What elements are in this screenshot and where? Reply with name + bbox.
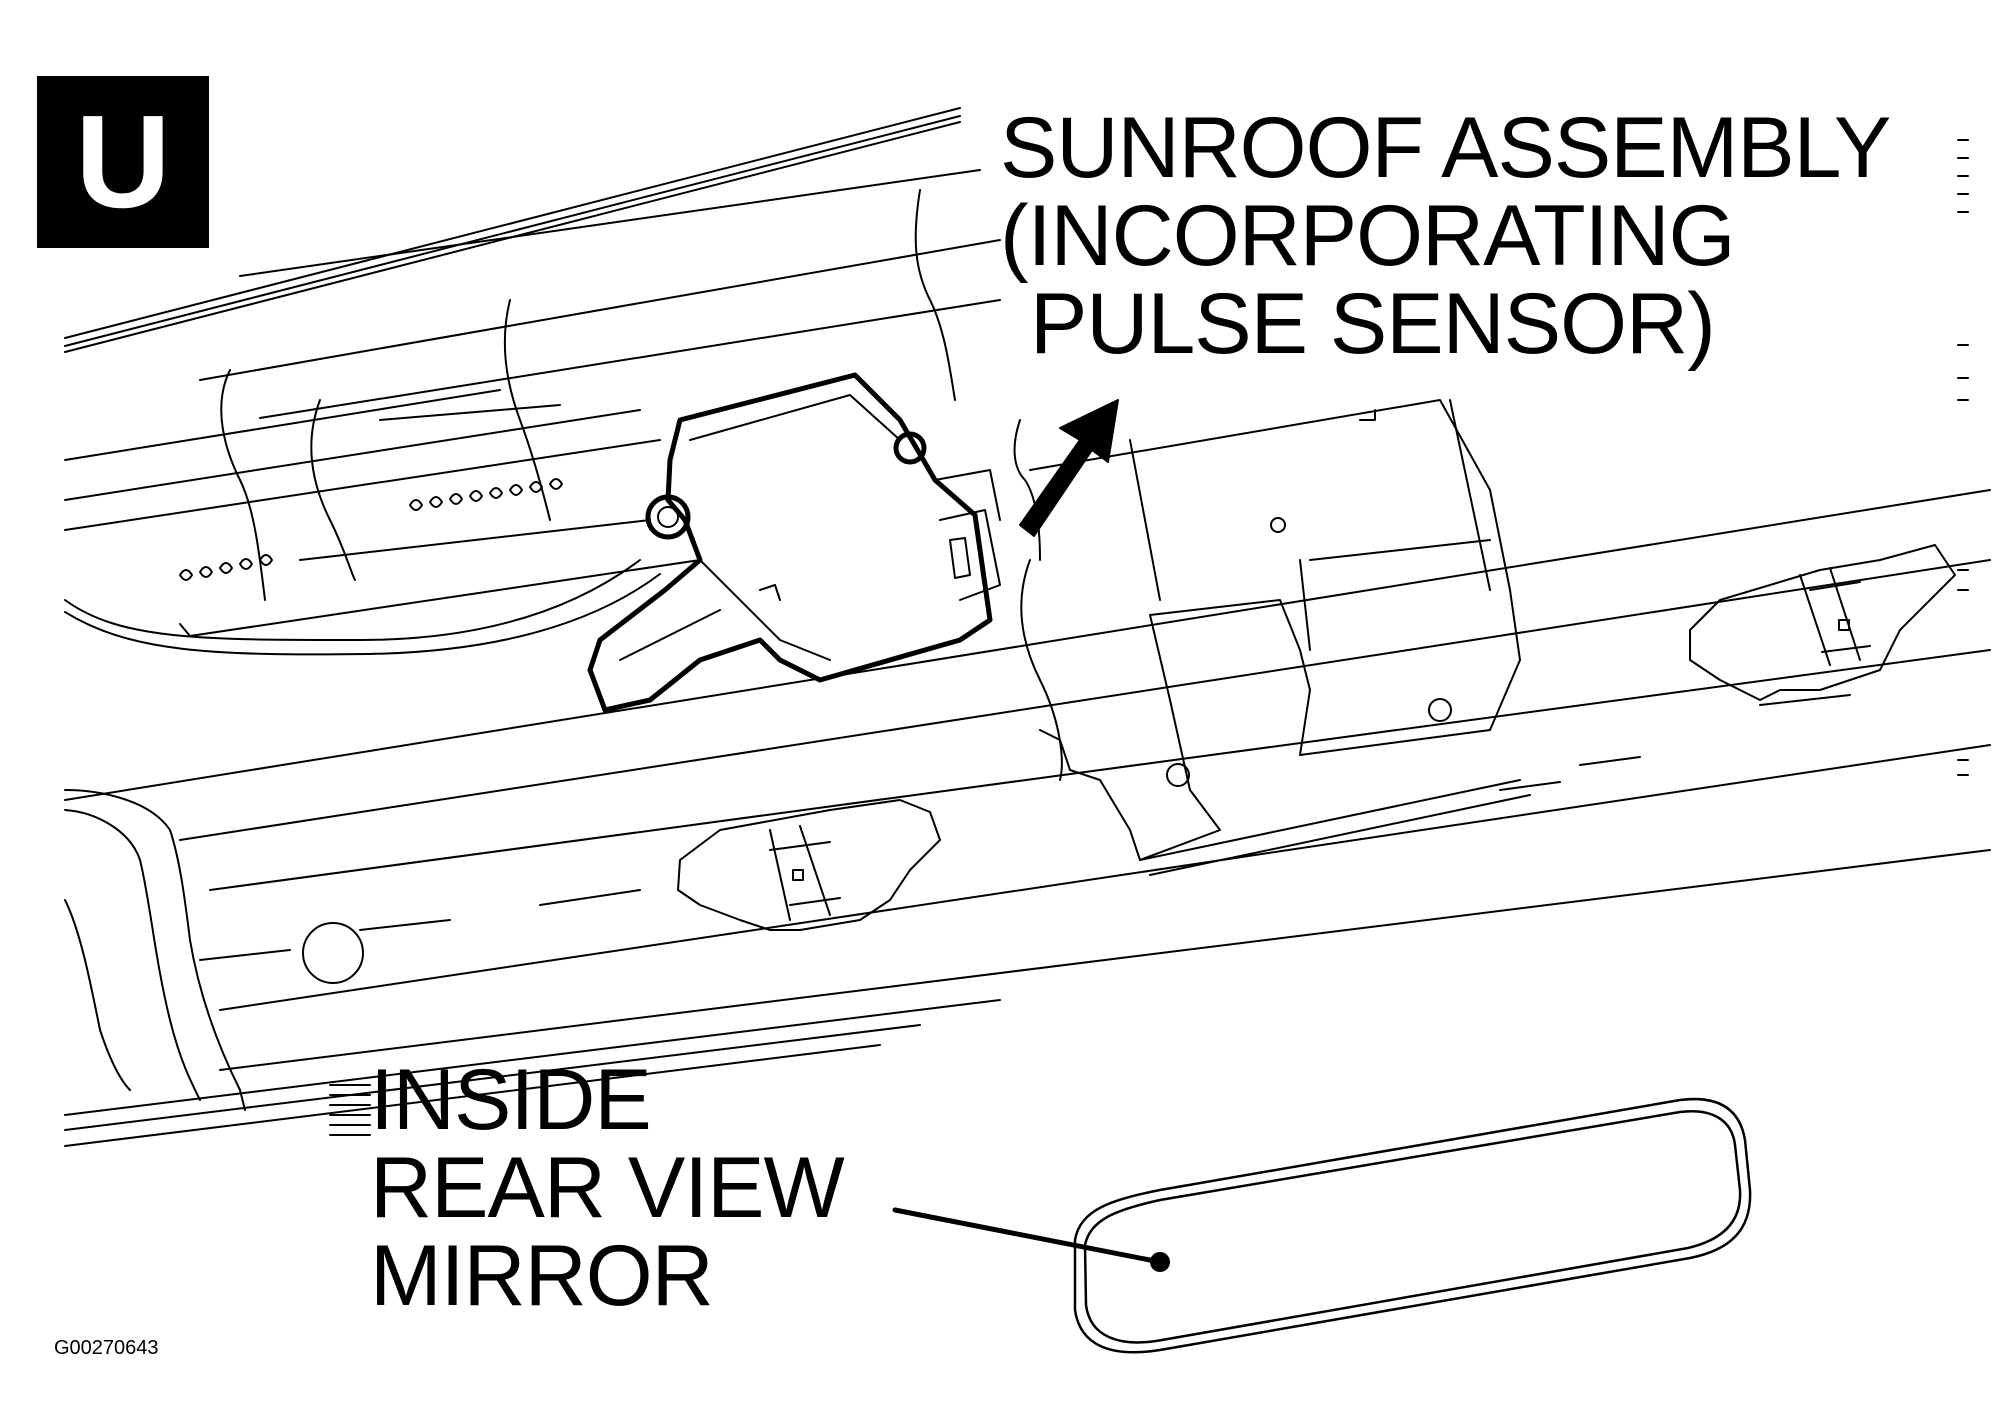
rail-hole bbox=[302, 922, 364, 984]
left-tab-bracket bbox=[677, 799, 941, 931]
sunroof-motor-assembly bbox=[587, 372, 993, 713]
roof-panel-lines bbox=[64, 107, 1001, 531]
mirror-label-line1: INSIDE bbox=[370, 1052, 652, 1148]
mirror-label-line3: MIRROR bbox=[370, 1228, 714, 1324]
clip-row bbox=[179, 478, 563, 581]
center-bracket bbox=[1029, 399, 1531, 876]
left-pillar bbox=[64, 789, 246, 1111]
sunroof-label-line3: PULSE SENSOR) bbox=[1030, 276, 1716, 372]
figure-badge: U bbox=[37, 76, 209, 248]
sunroof-assembly-label: SUNROOF ASSEMBLY (INCORPORATING PULSE SE… bbox=[1000, 100, 1891, 372]
wiring-loom bbox=[64, 519, 701, 656]
sunroof-pointer-arrow bbox=[1019, 399, 1119, 537]
sunroof-label-line1: SUNROOF ASSEMBLY bbox=[1000, 100, 1891, 196]
rear-view-mirror bbox=[1073, 1097, 1752, 1354]
sunroof-label-line2: (INCORPORATING bbox=[1000, 188, 1736, 284]
figure-id: G00270643 bbox=[54, 1337, 159, 1359]
right-tab-bracket bbox=[1689, 544, 1956, 701]
motor-details bbox=[619, 394, 1001, 661]
left-leader-ticks bbox=[329, 1084, 371, 1136]
front-header-rail bbox=[64, 489, 1991, 1147]
mirror-label: INSIDE REAR VIEW MIRROR bbox=[370, 1052, 845, 1324]
right-edge-ticks bbox=[1957, 139, 1969, 776]
mirror-leader-line bbox=[892, 1207, 1170, 1272]
mirror-label-line2: REAR VIEW bbox=[370, 1140, 845, 1236]
